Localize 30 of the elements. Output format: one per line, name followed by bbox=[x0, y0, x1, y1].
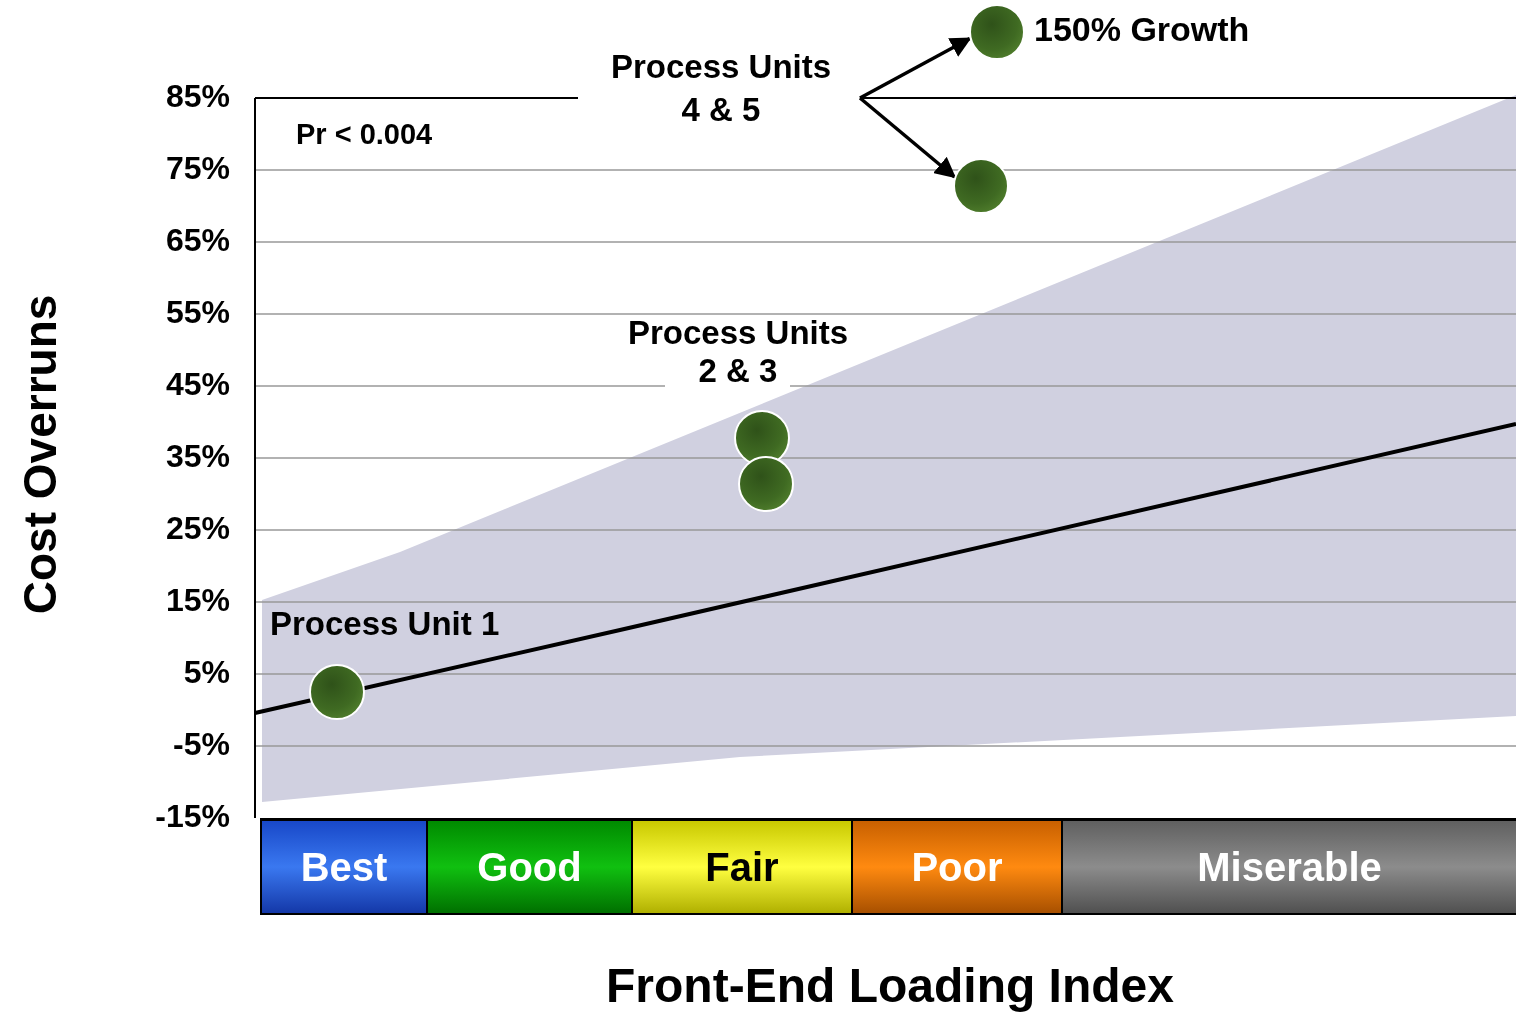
tick-label: 65% bbox=[164, 222, 230, 259]
band-label: Miserable bbox=[1197, 844, 1382, 890]
tick-label: 25% bbox=[164, 510, 230, 547]
band-label: Good bbox=[477, 844, 582, 890]
band-label: Fair bbox=[705, 844, 779, 890]
tick-label: 5% bbox=[182, 654, 230, 691]
axis-title: Front-End Loading Index bbox=[605, 958, 1175, 1014]
tick-label: 55% bbox=[164, 294, 230, 331]
rating-band bbox=[1061, 818, 1516, 915]
arrow bbox=[858, 96, 957, 179]
rating-band bbox=[631, 818, 853, 915]
rating-band bbox=[426, 818, 633, 915]
rating-band bbox=[851, 818, 1063, 915]
tick-label: -15% bbox=[154, 798, 230, 835]
band-label: Poor bbox=[911, 844, 1003, 890]
rating-band bbox=[260, 818, 428, 915]
arrow bbox=[859, 36, 972, 100]
tick-label: 85% bbox=[164, 78, 230, 115]
tick-label: 75% bbox=[164, 150, 230, 187]
callout-label: Process Units 4 & 5 bbox=[609, 47, 833, 130]
tick-label: -5% bbox=[172, 726, 230, 763]
point-label: Process Unit 1 bbox=[270, 605, 501, 643]
point-label: Process Units 2 & 3 bbox=[626, 314, 850, 390]
band-label: Best bbox=[300, 844, 388, 890]
axis-title: Cost Overruns bbox=[13, 293, 67, 617]
tick-label: 45% bbox=[164, 366, 230, 403]
tick-label: 35% bbox=[164, 438, 230, 475]
point-annotation: 150% Growth bbox=[1034, 10, 1250, 49]
tick-label: 15% bbox=[164, 582, 230, 619]
statistic-note: Pr < 0.004 bbox=[296, 118, 434, 152]
